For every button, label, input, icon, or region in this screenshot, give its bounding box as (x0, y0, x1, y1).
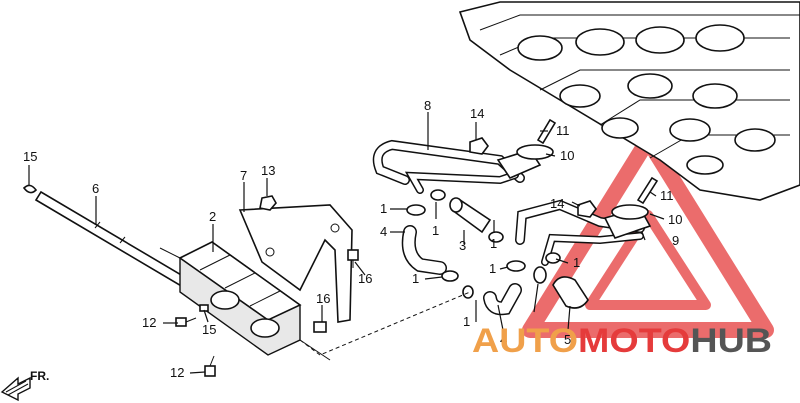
callout-15-top: 15 (23, 149, 37, 164)
callout-16-lower: 16 (316, 291, 330, 306)
callout-11-lower: 11 (660, 188, 674, 203)
callout-14-upper: 14 (470, 106, 484, 121)
leader-lines (28, 112, 665, 374)
control-valve-part-2 (159, 241, 331, 361)
callout-1-a: 1 (380, 201, 387, 216)
front-direction-arrow (0, 376, 31, 402)
callout-10-upper: 10 (560, 148, 574, 163)
callout-1-f: 1 (573, 255, 580, 270)
bolt-part-12a (175, 317, 197, 327)
callout-6: 6 (92, 181, 99, 196)
callout-12-upper: 12 (142, 315, 156, 330)
callout-16-upper: 16 (358, 271, 372, 286)
bolt-part-16b (313, 321, 327, 333)
gasket-part-10a (516, 144, 554, 160)
front-direction-label: FR. (30, 369, 49, 383)
callout-14-lower: 14 (550, 196, 564, 211)
callout-numbers: 15 6 2 7 13 16 16 12 15 12 8 14 11 10 1 … (23, 98, 682, 380)
callout-5: 5 (564, 332, 571, 347)
callout-1-d: 1 (412, 271, 419, 286)
callout-1-b: 1 (432, 223, 439, 238)
watermark-moto: MOTO (578, 322, 690, 360)
hose-part-3 (449, 197, 492, 234)
callout-4-right: 4 (500, 332, 507, 347)
callout-8: 8 (424, 98, 431, 113)
nut-part-14b (577, 200, 597, 218)
bolt-part-12b (204, 355, 216, 377)
clamp-part-1b (430, 189, 446, 201)
hose-part-4a (401, 225, 447, 275)
clamp-part-1h (545, 252, 561, 264)
clamp-part-1e (506, 260, 526, 272)
clamp-part-1d (441, 270, 459, 282)
nut-part-14a (469, 137, 489, 155)
pipe-part-8 (372, 139, 542, 194)
clip-part-15 (22, 184, 38, 194)
watermark-hub: HUB (690, 322, 772, 360)
clamp-part-1g (533, 266, 547, 284)
callout-1-c: 1 (490, 236, 497, 251)
watermark-auto: AUTO (472, 322, 578, 360)
callout-9: 9 (672, 233, 679, 248)
hose-part-4b (483, 283, 522, 316)
callout-12-lower: 12 (170, 365, 184, 380)
callout-13: 13 (261, 163, 275, 178)
gasket-part-10b (611, 204, 649, 220)
callout-15-lower: 15 (202, 322, 216, 337)
callout-4-left: 4 (380, 224, 387, 239)
callout-7: 7 (240, 168, 247, 183)
callout-2: 2 (209, 209, 216, 224)
clamp-part-1a (406, 204, 426, 216)
stud-part-11b (636, 176, 659, 205)
watermark-triangle (522, 132, 774, 338)
bracket-part-7 (238, 204, 353, 323)
callout-11-upper: 11 (556, 123, 570, 138)
callout-10-lower: 10 (668, 212, 682, 227)
callout-1-g: 1 (463, 314, 470, 329)
bolt-part-16a (347, 249, 359, 268)
cylinder-head (458, 1, 800, 201)
reed-valve-part-5 (552, 276, 589, 309)
clamp-part-1f (462, 285, 474, 299)
callout-3: 3 (459, 238, 466, 253)
routing-line (299, 291, 471, 356)
clamp-part-1c (488, 231, 504, 243)
callout-1-e: 1 (489, 261, 496, 276)
nut-part-13 (259, 195, 277, 211)
